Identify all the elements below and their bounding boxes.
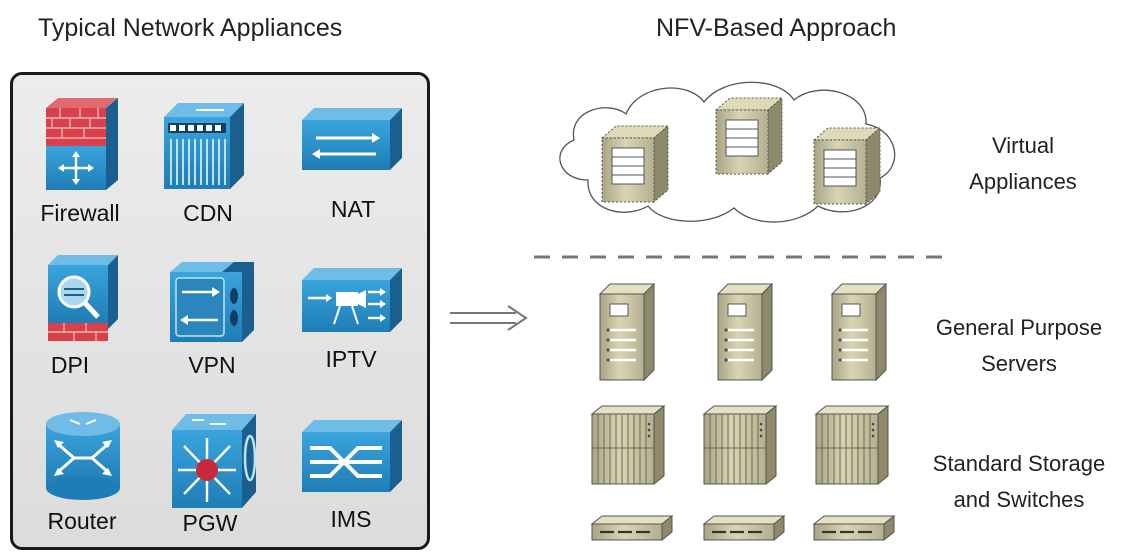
servers-label-line-2: Servers (981, 351, 1057, 376)
appliance-label-vpn: VPN (188, 352, 236, 378)
storage-icon (814, 404, 890, 486)
virtual-appliance-icon (714, 96, 784, 176)
firewall-icon (46, 98, 118, 190)
iptv-icon (302, 268, 402, 332)
appliance-label-nat: NAT (330, 196, 376, 222)
server-icon (598, 282, 656, 382)
storage-icon (702, 404, 778, 486)
virtual-appliances-label: Virtual Appliances (948, 128, 1098, 200)
appliance-label-dpi: DPI (50, 352, 90, 378)
virtual-appliance-icon (600, 124, 670, 204)
dpi-icon (48, 255, 118, 341)
servers-label-line-1: General Purpose (935, 315, 1103, 340)
router-icon (46, 412, 120, 500)
right-title: NFV-Based Approach (656, 14, 897, 42)
appliance-label-cdn: CDN (183, 200, 233, 226)
virtual-label-line-2: Appliances (969, 169, 1077, 194)
appliance-label-firewall: Firewall (40, 200, 120, 226)
storage-icon (590, 404, 666, 486)
appliance-label-ims: IMS (330, 506, 372, 532)
servers-label: General Purpose Servers (914, 310, 1124, 382)
left-title: Typical Network Appliances (38, 14, 343, 42)
nat-icon (302, 108, 402, 170)
server-icon (716, 282, 774, 382)
ims-icon (302, 420, 402, 492)
appliance-label-pgw: PGW (182, 510, 238, 536)
switch-icon (812, 514, 896, 542)
pgw-icon (172, 414, 257, 508)
cdn-icon (164, 103, 244, 189)
transition-arrow-icon (450, 305, 528, 331)
appliance-label-router: Router (47, 508, 117, 534)
storage-label-line-2: and Switches (953, 487, 1085, 512)
server-icon (830, 282, 888, 382)
storage-label-line-1: Standard Storage (932, 451, 1106, 476)
virtualization-divider (534, 255, 950, 259)
storage-label: Standard Storage and Switches (914, 446, 1124, 518)
switch-icon (590, 514, 674, 542)
virtual-label-line-1: Virtual (992, 133, 1054, 158)
switch-icon (702, 514, 786, 542)
vpn-icon (170, 262, 254, 342)
appliance-label-iptv: IPTV (325, 346, 377, 372)
virtual-appliance-icon (812, 126, 882, 206)
